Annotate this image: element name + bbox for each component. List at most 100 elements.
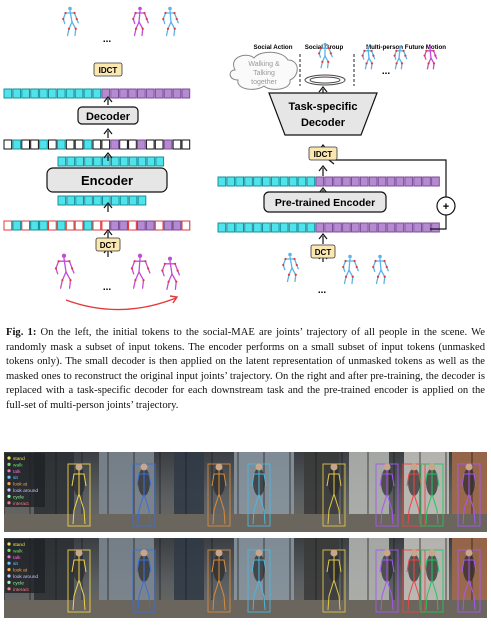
token [235,222,245,233]
token [145,139,155,150]
token [386,222,396,233]
token [110,220,120,231]
photo-legend-label: look around [13,574,38,580]
photo-legend-label: look at [13,568,28,574]
svg-text:IDCT: IDCT [314,150,333,159]
token [404,222,414,233]
token [342,222,351,233]
token [101,88,111,99]
token [56,88,66,99]
token [351,222,360,233]
token [74,220,84,231]
token [181,220,191,231]
token [377,222,387,233]
right-idct-label: IDCT [308,146,338,161]
token [128,220,137,231]
token [154,220,164,231]
token [155,156,165,167]
token [92,88,102,99]
token [137,156,147,167]
token [333,222,342,233]
token [137,88,146,99]
token [297,222,307,233]
token [306,176,316,187]
token [145,88,155,99]
token [12,220,22,231]
token [137,220,146,231]
token [110,156,120,167]
token [3,220,13,231]
token [137,139,146,150]
token [39,139,48,150]
left-input-poses: ... [54,253,181,311]
token [56,139,66,150]
token [128,88,137,99]
photo-legend-label: stand [13,456,25,462]
token [74,139,84,150]
token [154,88,164,99]
token [244,176,253,187]
token [359,176,369,187]
photo-legend-label: talk [13,469,21,475]
token [377,176,387,187]
token [422,176,431,187]
svg-text:...: ... [103,282,112,293]
svg-text:...: ... [103,34,112,45]
photo-legend-label: talk [13,555,21,561]
svg-text:...: ... [318,285,327,296]
photo-legend-label: sit [13,561,18,567]
token [66,156,76,167]
token [324,176,333,187]
token [3,139,13,150]
token [262,176,271,187]
token-rows [3,88,440,233]
token [145,220,155,231]
svg-text:Encoder: Encoder [81,173,133,188]
token [57,195,67,206]
future-motion-poses: ... [361,45,438,77]
social-group-poses [304,42,346,86]
token [368,222,378,233]
token [119,156,129,167]
photo-legend-label: cycle [13,580,24,586]
caption-text: On the left, the initial tokens to the s… [6,327,485,411]
token [128,195,138,206]
token [83,88,93,99]
figure-number: Fig. 1: [6,327,37,338]
right-input-token-row [217,222,440,233]
token [128,156,138,167]
svg-text:Task-specific: Task-specific [289,101,358,113]
token [92,220,102,231]
reconstructed-token-row [3,88,191,99]
token [83,139,93,150]
social-action-bubble: Walking & Talking together [229,51,298,90]
figure-caption: Fig. 1: On the left, the initial tokens … [6,326,485,414]
token [395,222,405,233]
token [110,195,120,206]
token [270,222,280,233]
token [30,88,39,99]
token [21,88,30,99]
token [404,176,414,187]
left-idct-label: IDCT [93,62,123,77]
token [102,156,111,167]
token [279,176,289,187]
token [101,220,111,231]
svg-text:Pre-trained Encoder: Pre-trained Encoder [275,197,375,209]
right-latent-token-row [217,176,440,187]
token [84,195,93,206]
token [93,195,102,206]
left-decoder-block: Decoder [77,106,139,125]
token [217,222,227,233]
svg-text:IDCT: IDCT [99,66,118,75]
token [48,139,57,150]
token [262,222,271,233]
token [359,222,369,233]
token [119,220,128,231]
token [235,176,245,187]
token [12,139,22,150]
token [306,222,316,233]
decoder-input-token-row [3,139,191,150]
photo-legend-label: interact [13,501,29,507]
